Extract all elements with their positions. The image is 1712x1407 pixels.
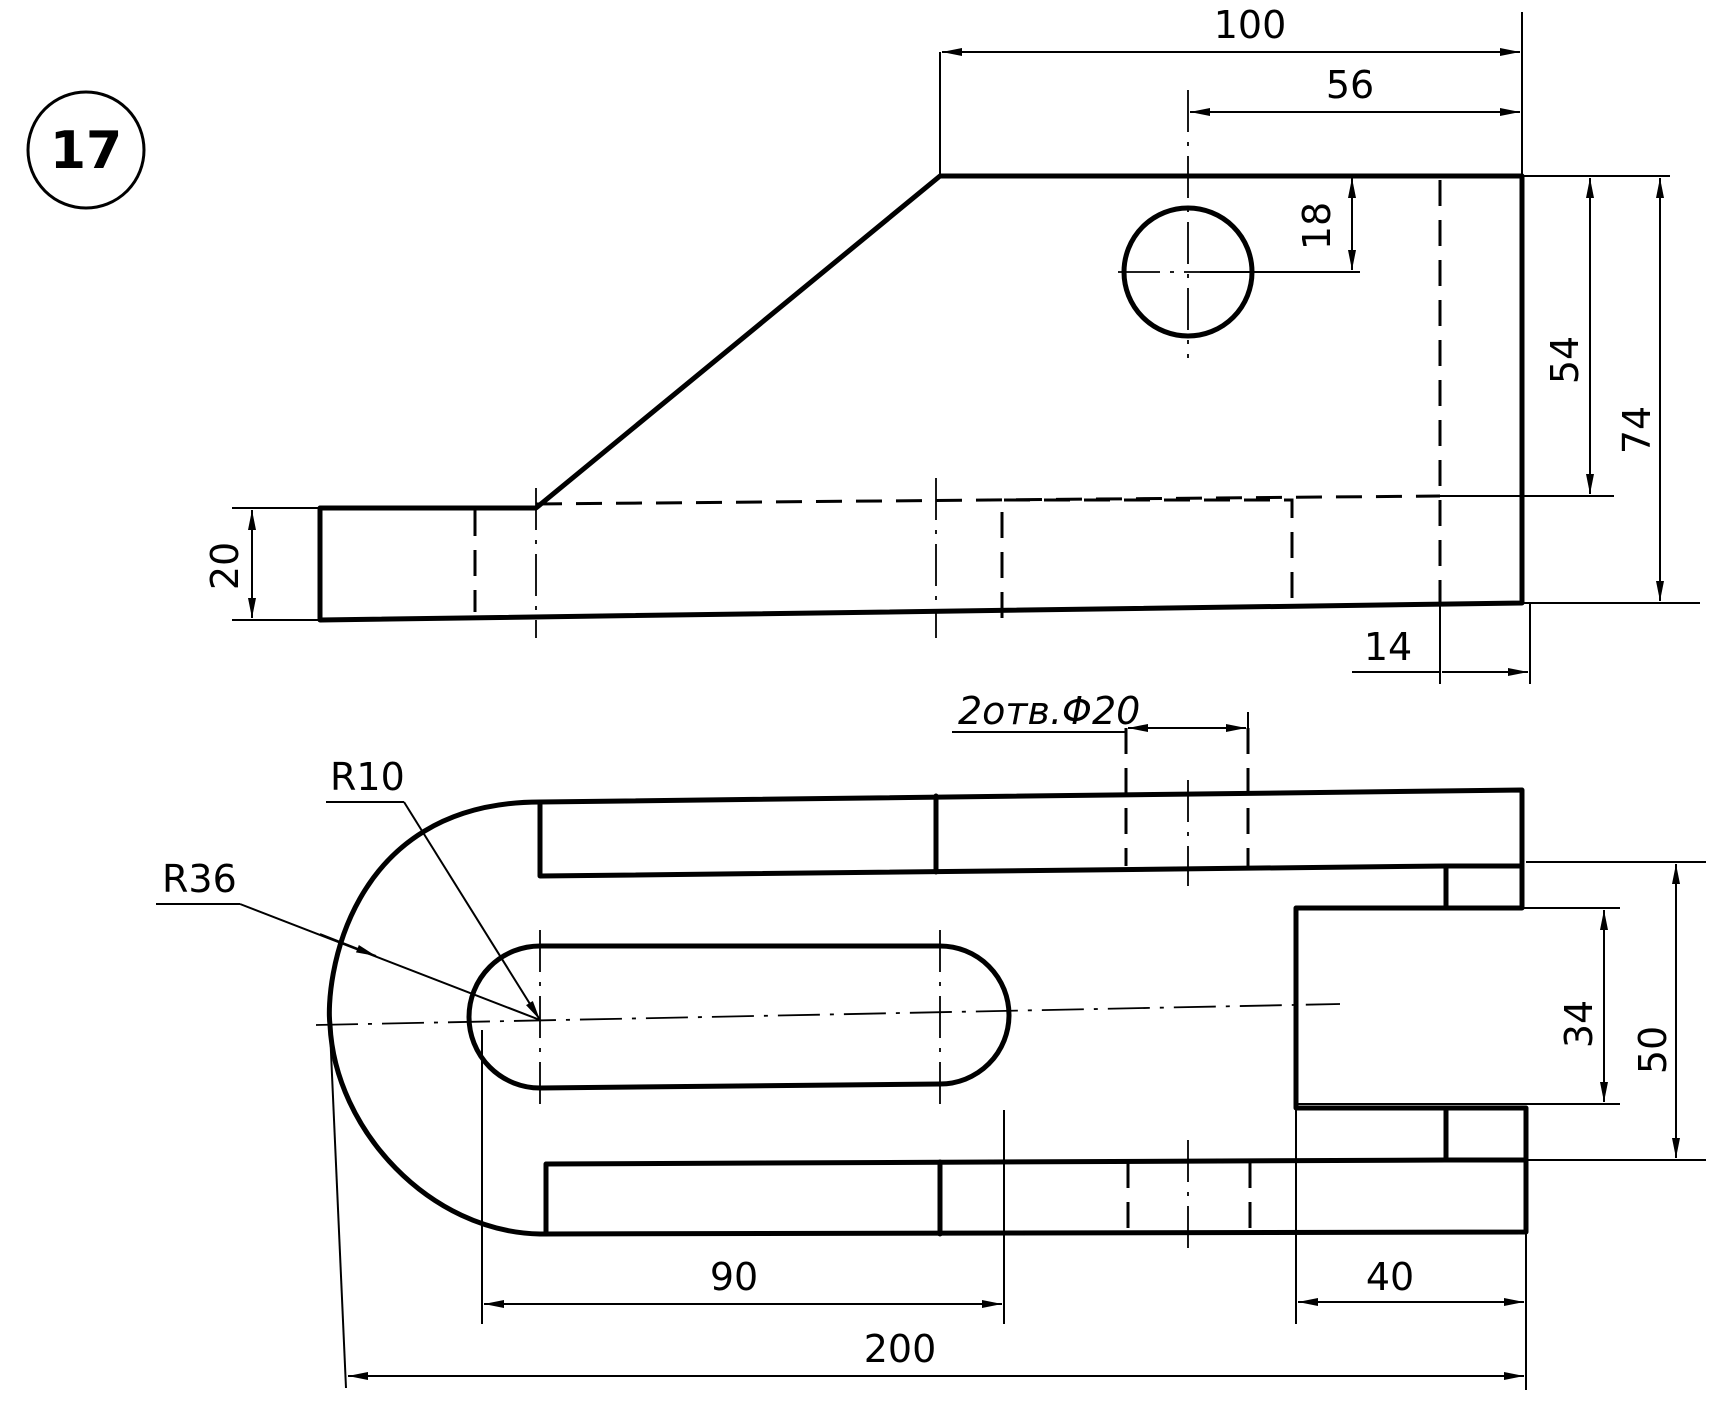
dim-r36: R36 xyxy=(162,857,237,901)
drawing-number: 17 xyxy=(50,121,122,181)
top-view xyxy=(315,728,1529,1248)
hidden-line-pocket xyxy=(1000,498,1294,618)
top-right-notch xyxy=(1293,905,1449,1111)
dim-100: 100 xyxy=(1214,3,1287,47)
drawing-number-badge: 17 xyxy=(26,90,146,210)
front-outline xyxy=(317,173,1525,623)
front-dimensions: 100 56 18 54 74 20 14 xyxy=(203,3,1700,684)
hidden-line-top xyxy=(535,494,1441,506)
dim-200: 200 xyxy=(864,1327,937,1371)
dim-20: 20 xyxy=(203,542,247,590)
top-lower-pocket xyxy=(543,1157,1449,1237)
dim-56: 56 xyxy=(1326,63,1374,107)
front-view xyxy=(317,90,1525,638)
dim-14: 14 xyxy=(1364,625,1412,669)
dim-40: 40 xyxy=(1366,1255,1414,1299)
top-main-centerline xyxy=(315,1003,1341,1026)
dim-18: 18 xyxy=(1295,202,1339,250)
dim-74: 74 xyxy=(1615,406,1659,454)
top-dimensions: 2отв.Φ20 R10 R36 34 50 90 40 200 xyxy=(156,689,1706,1390)
dim-54: 54 xyxy=(1543,336,1587,384)
dim-34: 34 xyxy=(1557,1000,1601,1048)
dim-r10: R10 xyxy=(330,755,405,799)
holes-note: 2отв.Φ20 xyxy=(958,689,1140,733)
top-upper-pocket xyxy=(537,799,1449,879)
dim-50: 50 xyxy=(1631,1026,1675,1074)
top-outer-outline xyxy=(537,787,1525,911)
dim-90: 90 xyxy=(710,1255,758,1299)
